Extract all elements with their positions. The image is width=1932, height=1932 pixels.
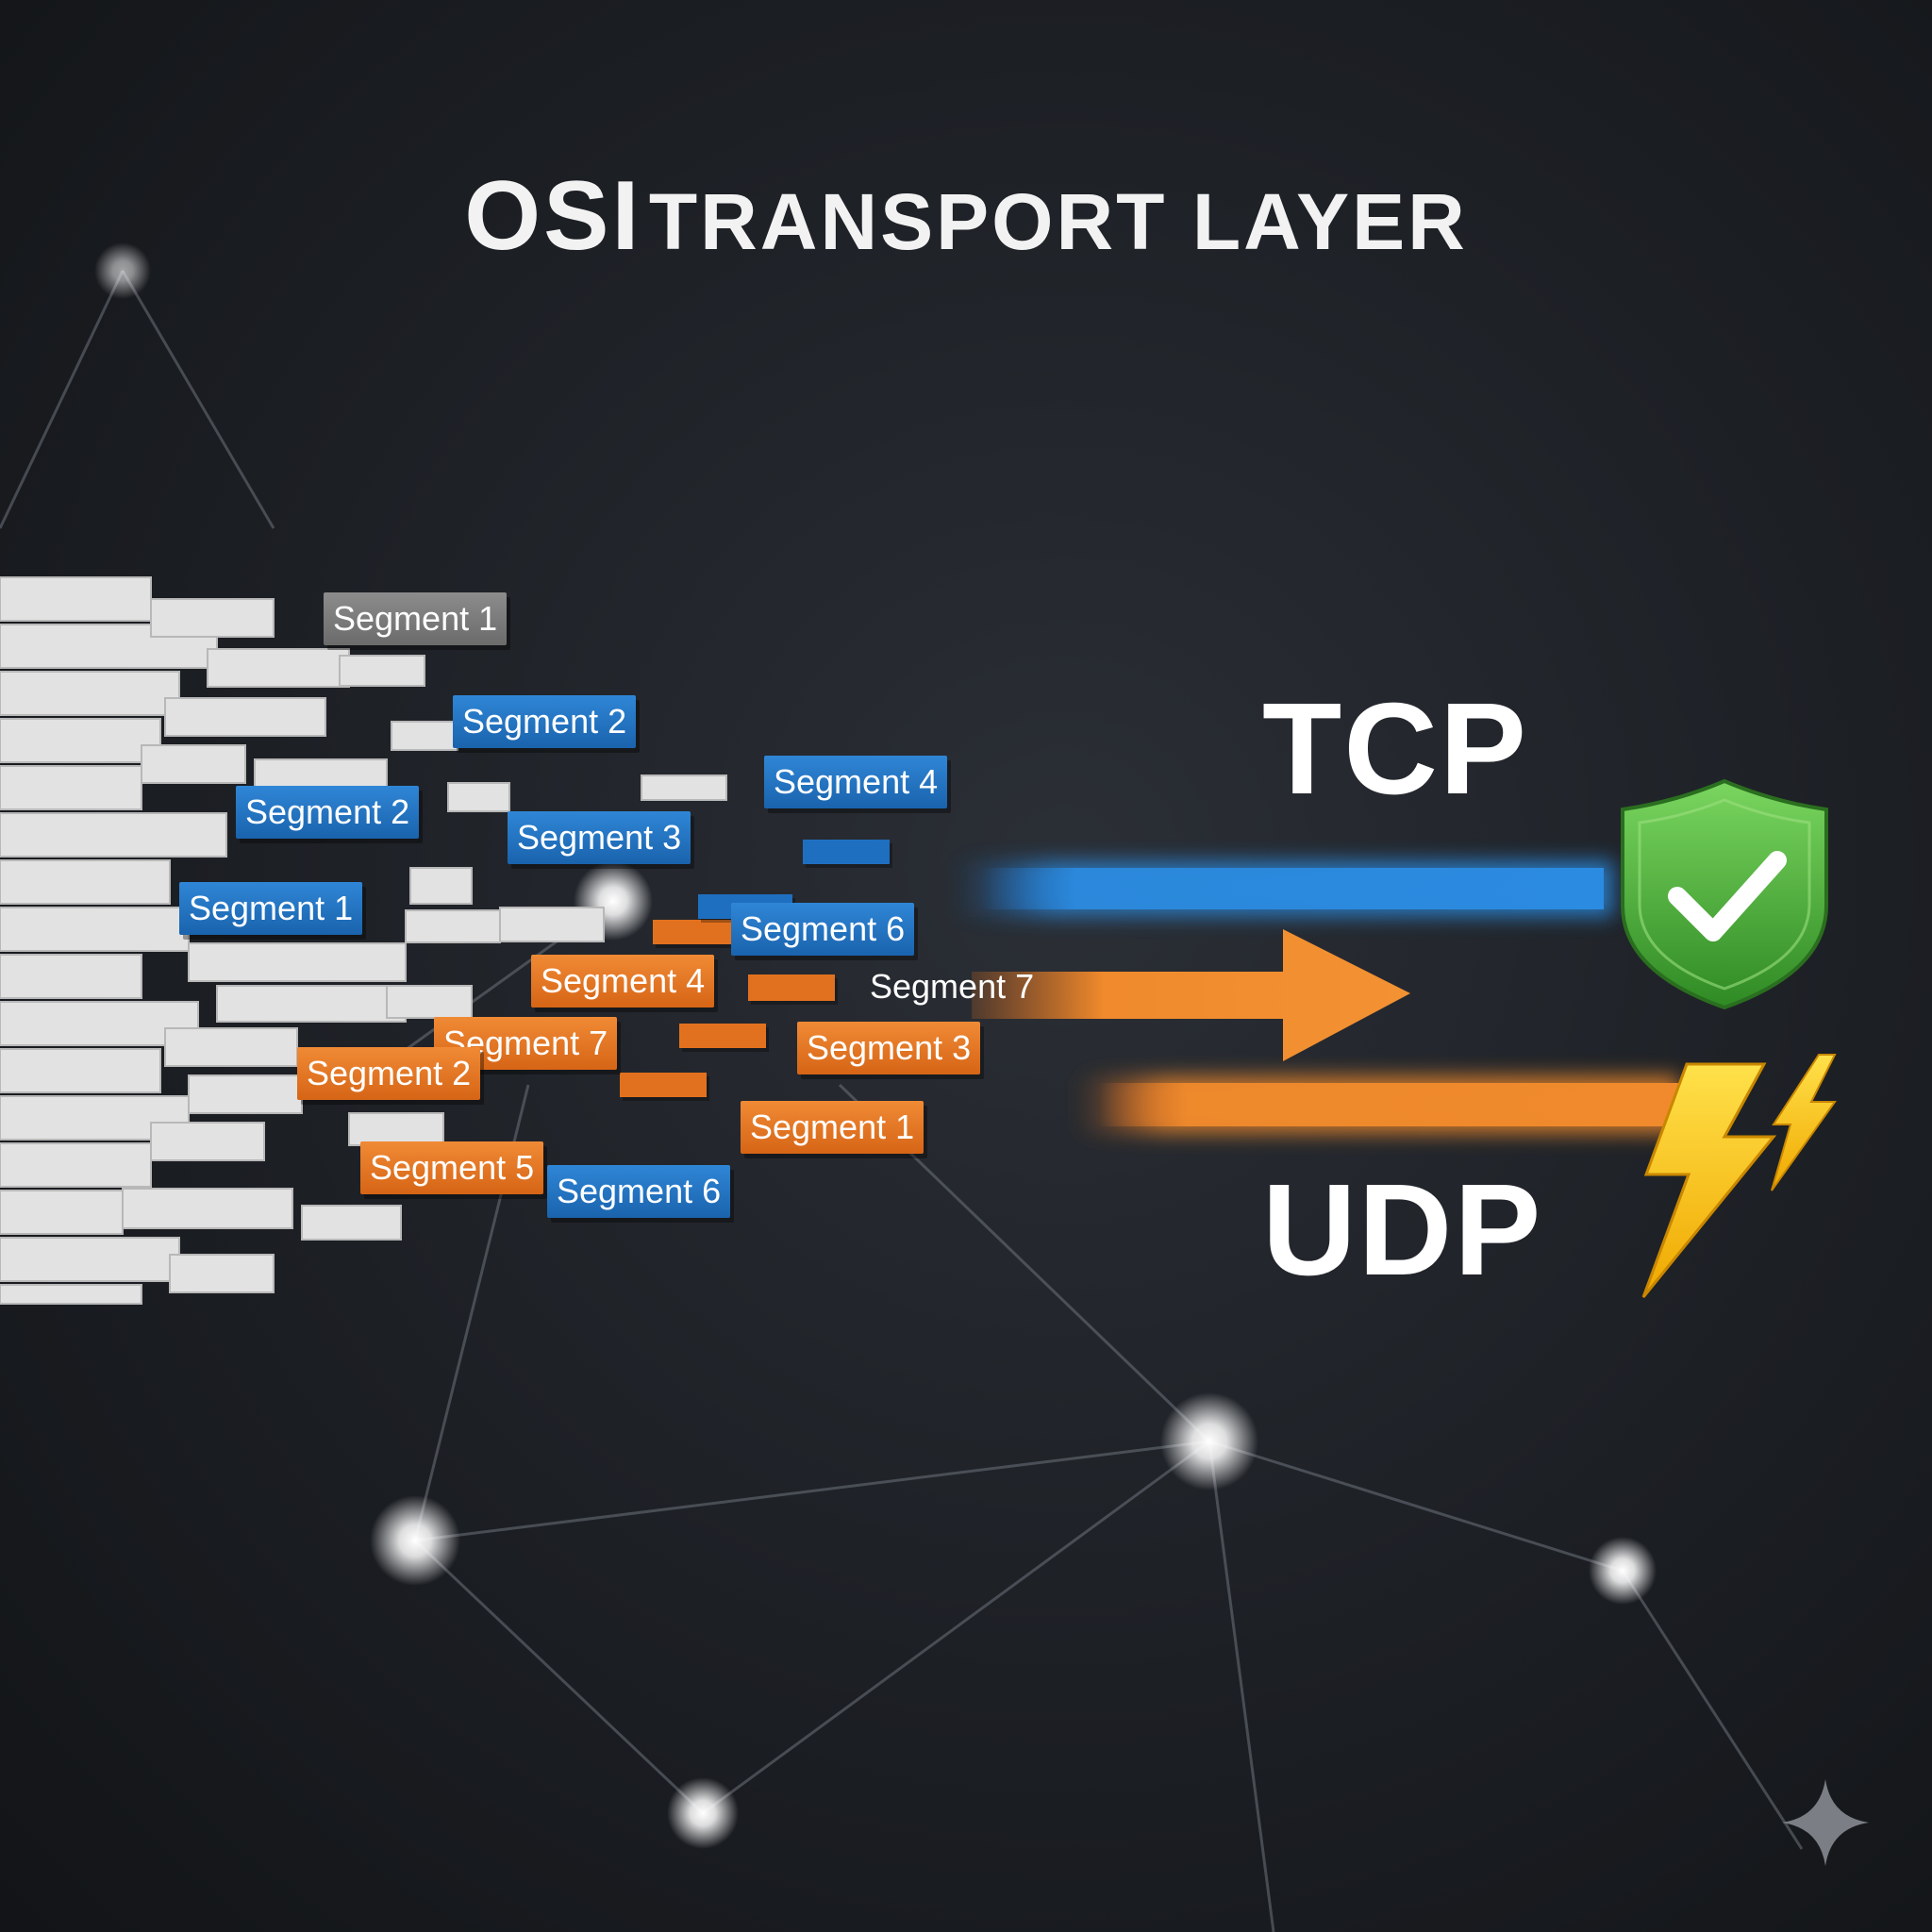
title-transport-layer: TRANSPORT LAYER [648, 177, 1468, 266]
udp-label: UDP [1262, 1158, 1543, 1303]
fragment-block [620, 1073, 707, 1097]
title-osi: OSI [464, 161, 642, 271]
segment-label: Segment 6 [547, 1165, 731, 1218]
fragment-block [748, 974, 835, 1001]
fragment-block [679, 1024, 766, 1048]
segment-label: Segment 2 [297, 1047, 481, 1100]
tcp-label: TCP [1262, 676, 1528, 822]
segment-label: Segment 4 [531, 955, 715, 1008]
fragment-block [803, 840, 890, 864]
segment-label: Segment 7 [434, 1017, 618, 1070]
lightning-bolt-icon [1641, 1054, 1837, 1298]
udp-arrow [972, 929, 1410, 1061]
segment-label: Segment 3 [508, 811, 691, 864]
segment-label: Segment 6 [731, 903, 915, 956]
segment-label: Segment 7 [870, 967, 1035, 1006]
segment-label: Segment 5 [360, 1141, 544, 1194]
udp-stream-bar [1075, 1075, 1684, 1134]
segment-label: Segment 1 [179, 882, 363, 935]
page-title: OSI TRANSPORT LAYER [0, 160, 1932, 273]
segment-label: Segment 4 [764, 756, 948, 808]
segment-label: Segment 1 [741, 1101, 924, 1154]
segment-label: Segment 2 [236, 786, 420, 839]
sparkle-icon [1782, 1779, 1869, 1866]
segment-label: Segment 2 [453, 695, 637, 748]
shield-check-icon [1621, 778, 1828, 1010]
tcp-stream-bar [953, 860, 1613, 917]
data-block-stack [0, 576, 727, 1305]
segment-label: Segment 1 [324, 592, 508, 645]
fragment-block [653, 920, 738, 944]
segment-label: Segment 3 [797, 1022, 981, 1074]
